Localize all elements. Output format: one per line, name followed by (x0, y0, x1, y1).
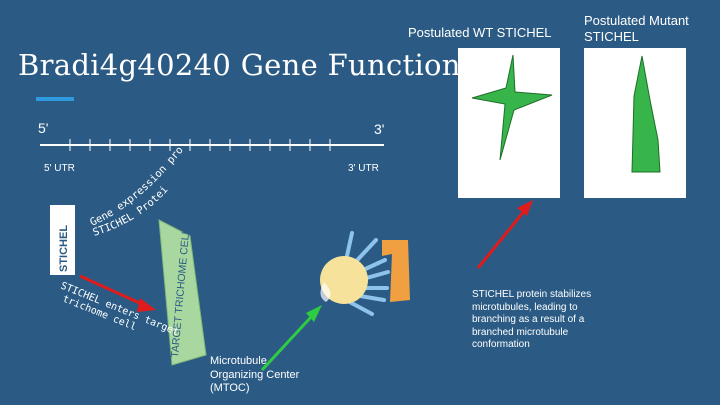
mtoc-icon (320, 231, 410, 316)
five-prime-label: 5' (38, 120, 49, 136)
three-prime-label: 3' (374, 121, 385, 137)
page-title: Bradi4g40240 Gene Function (18, 48, 461, 82)
target-trichome-cell: TARGET TRICHOME CELL (158, 219, 207, 366)
green-arrow-to-mtoc (260, 305, 322, 372)
red-arrow-to-wt (476, 200, 533, 269)
description-text: STICHEL protein stabilizes microtubules,… (472, 289, 592, 350)
mutant-trichome-icon (631, 55, 661, 173)
mtoc-label: Microtubule Organizing Center (MTOC) (210, 355, 300, 394)
title-accent-bar (36, 97, 74, 101)
postulated-wt-label: Postulated WT STICHEL (408, 25, 552, 40)
postulated-mutant-label: Postulated Mutant STICHEL (584, 13, 689, 44)
gene-line (40, 139, 384, 151)
wt-trichome-icon (471, 54, 553, 161)
protein-icon (320, 240, 410, 302)
utr3-label: 3' UTR (348, 163, 379, 174)
utr5-label: 5' UTR (44, 163, 75, 174)
curved-text-line2: STICHEL Protein (0, 0, 170, 239)
stichel-box: STICHEL (50, 205, 75, 275)
red-arrow-to-cell (79, 274, 156, 312)
stichel-box-label: STICHEL (58, 225, 70, 272)
